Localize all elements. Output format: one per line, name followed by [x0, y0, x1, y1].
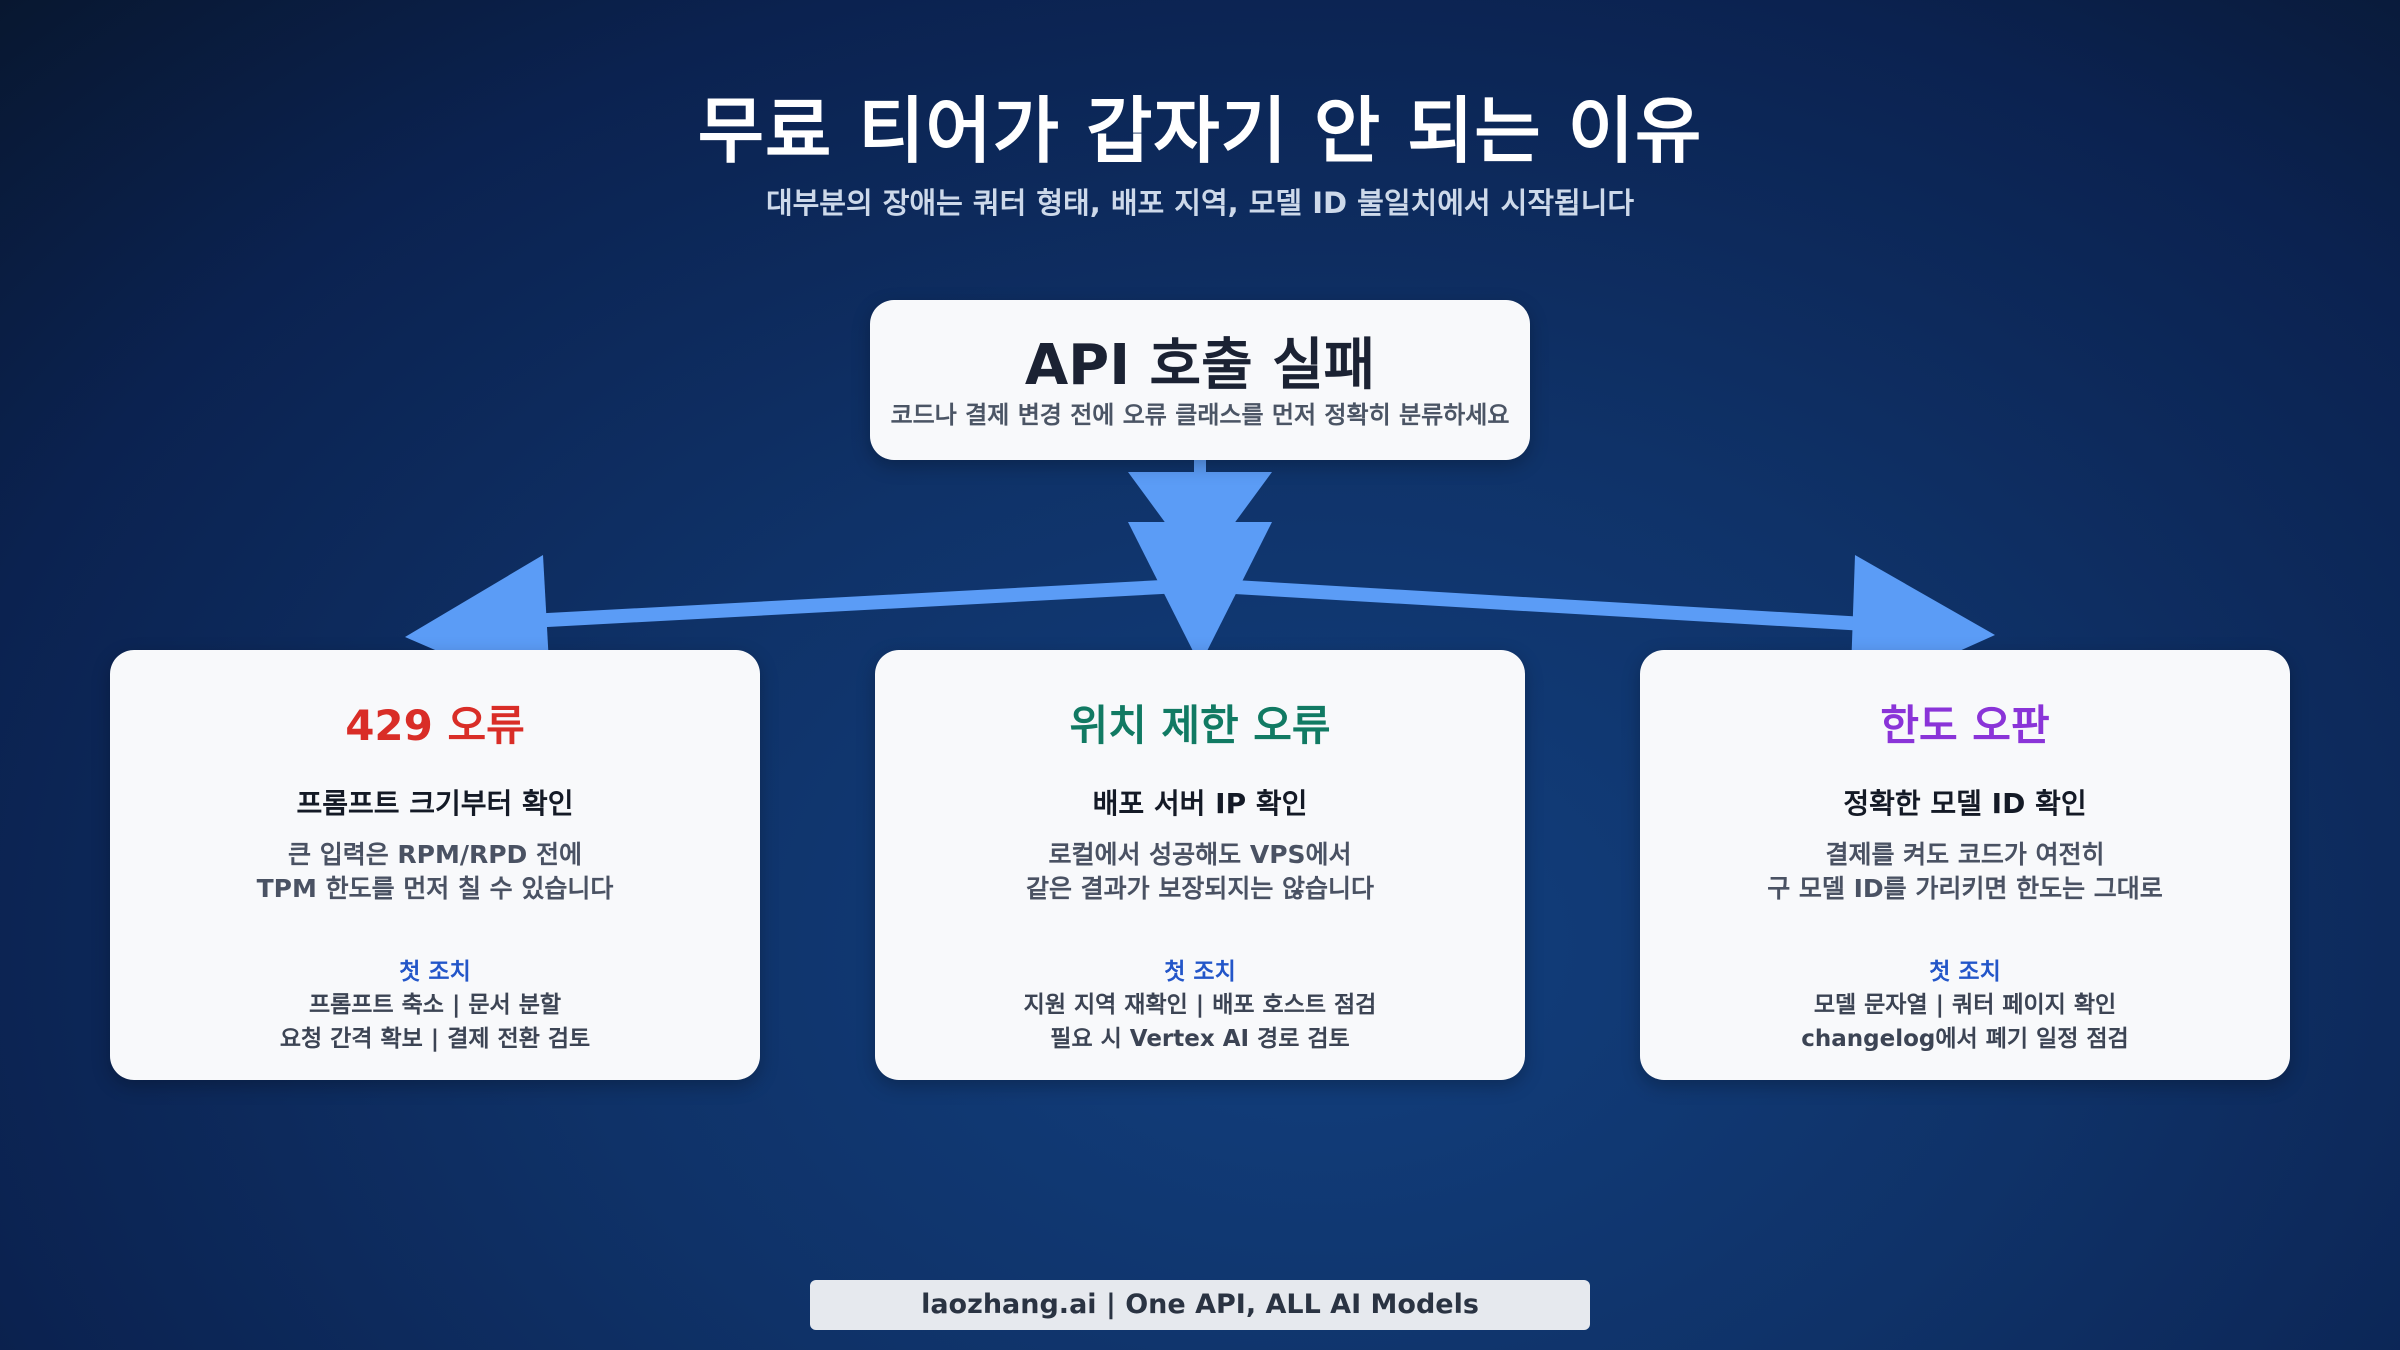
- center-arrowhead-upper: [1128, 472, 1272, 570]
- first-action-list: 모델 문자열 | 쿼터 페이지 확인 changelog에서 폐기 일정 점검: [1640, 988, 2290, 1056]
- card-description: 로컬에서 성공해도 VPS에서 같은 결과가 보장되지는 않습니다: [875, 838, 1525, 906]
- left-branch-line: [455, 578, 1200, 632]
- card-description-line: TPM 한도를 먼저 칠 수 있습니다: [256, 874, 614, 903]
- card-heading: 프롬프트 크기부터 확인: [296, 787, 574, 820]
- card-description: 큰 입력은 RPM/RPD 전에 TPM 한도를 먼저 칠 수 있습니다: [110, 838, 760, 906]
- right-branch-line: [1200, 578, 1950, 636]
- card-429-error: 429 오류 프롬프트 크기부터 확인 큰 입력은 RPM/RPD 전에 TPM…: [110, 650, 760, 1080]
- first-action-line: 프롬프트 축소 | 문서 분할: [308, 992, 562, 1018]
- first-action-line: 지원 지역 재확인 | 배포 호스트 점검: [1023, 992, 1377, 1018]
- card-title: 위치 제한 오류: [1069, 701, 1331, 750]
- card-description: 결제를 켜도 코드가 여전히 구 모델 ID를 가리키면 한도는 그대로: [1640, 838, 2290, 906]
- first-action-list: 프롬프트 축소 | 문서 분할 요청 간격 확보 | 결제 전환 검토: [110, 988, 760, 1056]
- footer-banner: laozhang.ai | One API, ALL AI Models: [810, 1280, 1590, 1330]
- center-arrowhead: [1128, 522, 1272, 665]
- first-action-line: 모델 문자열 | 쿼터 페이지 확인: [1813, 992, 2117, 1018]
- page-title: 무료 티어가 갑자기 안 되는 이유: [697, 89, 1703, 173]
- card-heading: 배포 서버 IP 확인: [1092, 787, 1308, 820]
- first-action-label: 첫 조치: [399, 959, 471, 985]
- card-limit-misjudgment: 한도 오판 정확한 모델 ID 확인 결제를 켜도 코드가 여전히 구 모델 I…: [1640, 650, 2290, 1080]
- card-title: 429 오류: [345, 701, 525, 750]
- root-node-title: API 호출 실패: [1024, 333, 1376, 398]
- card-description-line: 큰 입력은 RPM/RPD 전에: [287, 840, 583, 869]
- page-subtitle: 대부분의 장애는 쿼터 형태, 배포 지역, 모델 ID 불일치에서 시작됩니다: [765, 186, 1635, 220]
- card-description-line: 같은 결과가 보장되지는 않습니다: [1025, 874, 1375, 903]
- first-action-list: 지원 지역 재확인 | 배포 호스트 점검 필요 시 Vertex AI 경로 …: [875, 988, 1525, 1056]
- card-title: 한도 오판: [1880, 701, 2050, 750]
- card-description-line: 결제를 켜도 코드가 여전히: [1825, 840, 2105, 869]
- card-location-error: 위치 제한 오류 배포 서버 IP 확인 로컬에서 성공해도 VPS에서 같은 …: [875, 650, 1525, 1080]
- first-action-line: changelog에서 폐기 일정 점검: [1801, 1026, 2129, 1052]
- root-node-subtitle: 코드나 결제 변경 전에 오류 클래스를 먼저 정확히 분류하세요: [890, 401, 1510, 429]
- card-heading: 정확한 모델 ID 확인: [1843, 787, 2087, 820]
- first-action-label: 첫 조치: [1164, 959, 1236, 985]
- card-description-line: 구 모델 ID를 가리키면 한도는 그대로: [1767, 874, 2163, 903]
- first-action-label: 첫 조치: [1929, 959, 2001, 985]
- first-action-line: 요청 간격 확보 | 결제 전환 검토: [279, 1026, 591, 1052]
- card-description-line: 로컬에서 성공해도 VPS에서: [1048, 840, 1352, 869]
- first-action-line: 필요 시 Vertex AI 경로 검토: [1050, 1026, 1350, 1052]
- root-node: API 호출 실패 코드나 결제 변경 전에 오류 클래스를 먼저 정확히 분류…: [870, 300, 1530, 460]
